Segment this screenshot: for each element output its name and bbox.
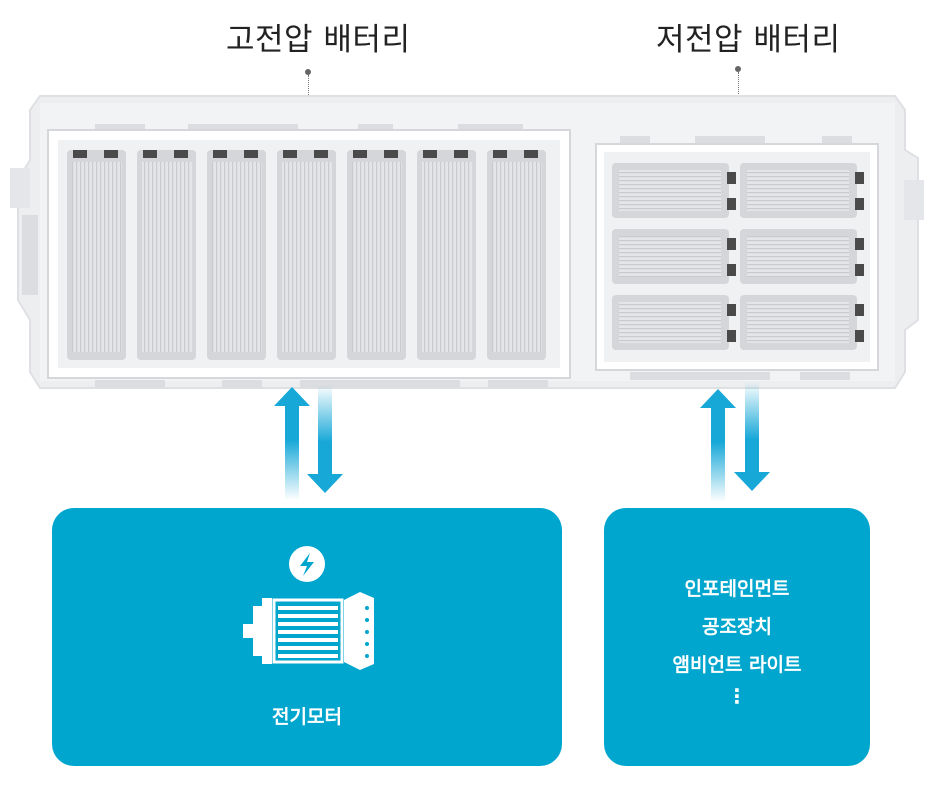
hv-leader-dot: [305, 69, 311, 75]
accessory-ellipsis: ⋮: [727, 684, 747, 708]
hv-cell: [207, 150, 266, 360]
accessory-ambient-light: 앰비언트 라이트: [672, 654, 802, 676]
low-voltage-accessories-box: [604, 508, 870, 766]
hv-cell: [417, 150, 476, 360]
accessory-infotainment: 인포테인먼트: [684, 578, 790, 600]
low-voltage-cells: [612, 163, 864, 350]
lv-cell: [740, 229, 864, 284]
high-voltage-cells: [67, 150, 546, 360]
hv-up-arrow: [274, 387, 310, 500]
lv-cell: [612, 229, 736, 284]
high-voltage-battery-label: 고전압 배터리: [226, 22, 411, 58]
electric-motor-icon: [243, 592, 374, 670]
hv-cell: [67, 150, 126, 360]
low-voltage-battery-label: 저전압 배터리: [656, 22, 841, 58]
electric-motor-label: 전기모터: [272, 706, 342, 728]
lv-up-arrow: [700, 389, 736, 502]
lv-leader-dot: [735, 66, 741, 72]
hv-cell: [277, 150, 336, 360]
hv-cell: [347, 150, 406, 360]
accessory-air-conditioning: 공조장치: [702, 616, 772, 638]
lv-cell: [612, 163, 736, 218]
lv-cell: [740, 295, 864, 350]
lv-cell: [612, 295, 736, 350]
hv-down-arrow: [307, 385, 343, 493]
lightning-bolt-icon: [289, 546, 325, 582]
lv-cell: [740, 163, 864, 218]
hv-cell: [487, 150, 546, 360]
hv-cell: [137, 150, 196, 360]
lv-down-arrow: [734, 382, 770, 491]
